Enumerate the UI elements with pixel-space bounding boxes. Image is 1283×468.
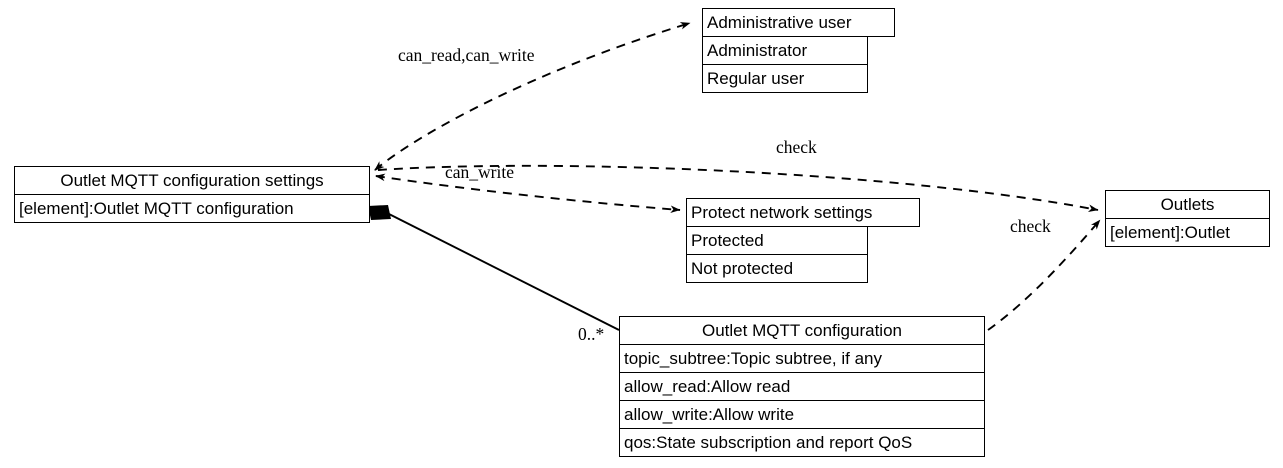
edge-label-multiplicity: 0..* (578, 324, 605, 344)
edge-label-can-write: can_write (445, 162, 514, 182)
edge-can-write (375, 173, 681, 214)
node-row: Protected (686, 226, 868, 255)
edge-label-check-configuration-outlets: check (1010, 216, 1051, 236)
node-row: Regular user (702, 64, 868, 93)
node-row: topic_subtree:Topic subtree, if any (619, 344, 985, 373)
node-title: Outlet MQTT configuration (619, 316, 985, 345)
node-title: Outlet MQTT configuration settings (14, 166, 370, 195)
node-row: [element]:Outlet (1105, 218, 1270, 247)
edge-can-read-can-write (374, 22, 691, 171)
node-row: allow_read:Allow read (619, 372, 985, 401)
edge-composition (368, 205, 620, 331)
node-row: qos:State subscription and report QoS (619, 428, 985, 457)
edge-check-settings-outlets (377, 164, 1099, 212)
edge-label-check-settings-outlets: check (776, 137, 817, 157)
node-title: Protect network settings (686, 198, 920, 227)
node-row: Administrator (702, 36, 868, 65)
node-title: Outlets (1105, 190, 1270, 219)
node-row: [element]:Outlet MQTT configuration (14, 194, 370, 223)
node-row: allow_write:Allow write (619, 400, 985, 429)
node-title: Administrative user (702, 8, 895, 37)
edge-label-can-read-can-write: can_read,can_write (398, 45, 535, 65)
edge-check-configuration-outlets (987, 219, 1101, 331)
node-row: Not protected (686, 254, 868, 283)
